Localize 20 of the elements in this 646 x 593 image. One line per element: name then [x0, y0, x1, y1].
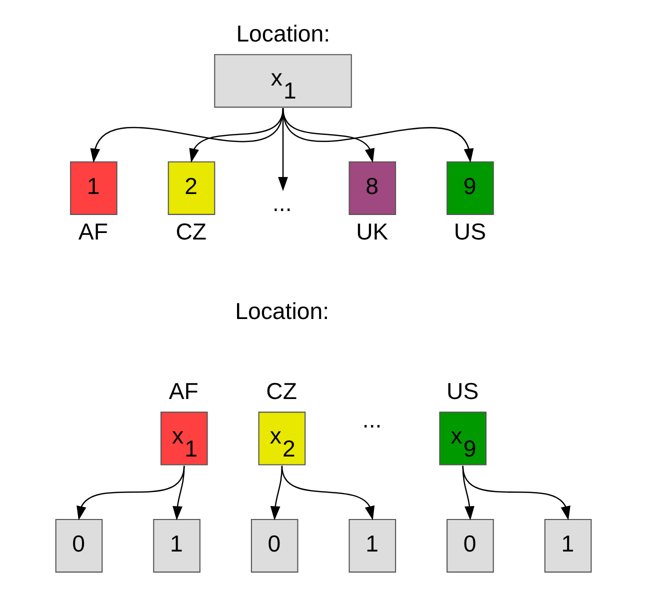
node-label: AF	[168, 378, 198, 404]
node-label: US	[453, 218, 486, 244]
node-label: UK	[356, 218, 388, 244]
label: ...	[362, 406, 382, 433]
arrow	[270, 466, 282, 520]
arrow	[188, 108, 284, 163]
node-label: US	[446, 378, 478, 404]
node-label: AF	[78, 218, 108, 244]
arrow	[76, 466, 184, 520]
arrow	[462, 466, 474, 520]
node-label: CZ	[175, 218, 206, 244]
node-label: Location:	[236, 20, 330, 47]
node-label: CZ	[266, 378, 297, 404]
arrow	[462, 466, 570, 520]
arrow	[282, 108, 474, 163]
arrow	[90, 108, 284, 163]
node-text: ...	[272, 190, 292, 216]
arrow	[172, 466, 184, 520]
arrow	[280, 466, 374, 520]
label: Location:	[234, 298, 329, 324]
